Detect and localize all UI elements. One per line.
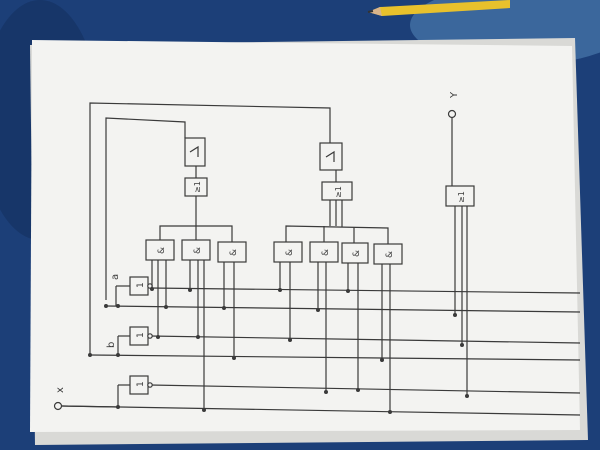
flipflop-left — [184, 137, 206, 167]
inverter-b-symbol: 1 — [136, 332, 146, 338]
bus-a-bar — [105, 305, 581, 313]
feedback-wire-outer — [89, 102, 331, 355]
or-gate-right-symbol: ≥1 — [334, 186, 343, 198]
and-group-left — [145, 196, 247, 410]
and-gate-1-symbol: & — [157, 247, 167, 254]
and-group-right — [273, 200, 403, 412]
pencil-icon — [367, 0, 510, 16]
input-b-label: b — [106, 342, 117, 348]
bus-b-bar — [89, 354, 581, 361]
input-x-label: x — [55, 387, 66, 393]
and-gate-4 — [273, 241, 303, 263]
output-y-label: Y — [449, 91, 460, 99]
and-gate-7-symbol: & — [385, 251, 395, 258]
input-a-label: a — [110, 274, 121, 280]
and-gate-2-symbol: & — [193, 247, 203, 254]
or-gate-right — [321, 181, 353, 201]
and-gate-6 — [341, 242, 369, 264]
inverter-a — [115, 276, 153, 306]
inverter-a-symbol: 1 — [136, 282, 146, 288]
circuit-labels: a b x Y 1 1 1 & & & & & & & ≥1 ≥1 ≥1 — [55, 91, 466, 393]
flipflop-right — [319, 142, 343, 171]
bus-x-bar — [61, 405, 581, 416]
and-gate-4-symbol: & — [285, 249, 295, 256]
logic-circuit-drawing — [53, 102, 581, 416]
and-gate-6-symbol: & — [352, 250, 362, 257]
output-terminal — [447, 109, 457, 119]
bus-b — [149, 335, 581, 344]
and-gate-3-symbol: & — [229, 249, 239, 256]
paper — [30, 40, 580, 432]
bus-a — [149, 287, 581, 294]
or-gate-left-symbol: ≥1 — [193, 181, 202, 193]
or-gate-output-symbol: ≥1 — [457, 191, 466, 203]
or-gate-output — [445, 185, 475, 207]
junction-dots — [88, 287, 469, 414]
inverter-x — [117, 375, 153, 407]
inverter-x-symbol: 1 — [136, 381, 146, 387]
bus-x — [149, 384, 581, 394]
and-gate-5-symbol: & — [321, 249, 331, 256]
feedback-wire-inner — [105, 117, 186, 300]
input-x-terminal — [53, 401, 63, 411]
input-x-wire — [61, 405, 119, 408]
paper-sheet — [30, 38, 588, 445]
inverter-b — [117, 326, 153, 355]
